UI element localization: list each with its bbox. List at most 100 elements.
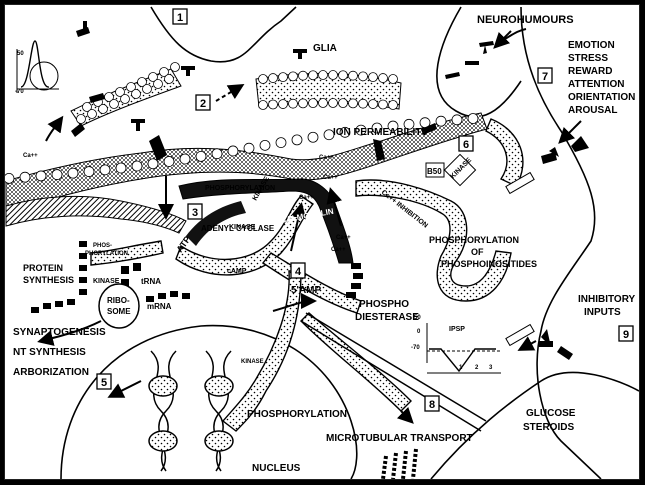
membrane-lipid-head — [348, 98, 358, 109]
label-orientation: ORIENTATION — [568, 92, 635, 103]
membrane-lipid-head — [131, 160, 143, 172]
label-phosphorylation-nuc: PHOSPHORYLATION — [247, 409, 347, 420]
membrane-lipid-head — [268, 73, 278, 83]
label-steroids: STEROIDS — [523, 422, 574, 433]
membrane-lipid-head — [35, 170, 47, 182]
membrane-lipid-head — [211, 148, 223, 160]
membrane-lipid-head — [358, 71, 368, 82]
microtubules — [381, 448, 418, 479]
membrane-lipid-head — [338, 98, 348, 109]
ipsp-title: IPSP — [449, 326, 465, 333]
signal-pathways — [90, 118, 524, 432]
calmodulin-band — [178, 178, 354, 264]
membrane-lipid-head — [137, 77, 147, 87]
membrane-lipid-head — [323, 129, 335, 141]
membrane-lipid-head — [126, 82, 136, 92]
membrane-lipid-head — [259, 139, 271, 151]
label-some: SOME — [107, 307, 131, 316]
membrane-lipid-head — [275, 137, 287, 148]
label-ion-permeability: ION PERMEABILITY — [333, 127, 428, 138]
label-b50: B50 — [427, 167, 442, 176]
membrane-lipid-head — [179, 153, 191, 165]
label-mrna: mRNA — [147, 302, 172, 311]
membrane-lipid-head — [76, 114, 86, 124]
label-camp: cAMP — [227, 268, 247, 275]
label-inhibitory: INHIBITORY — [578, 294, 636, 305]
membrane-lipid-head — [153, 79, 163, 89]
label-synthesis: SYNTHESIS — [23, 275, 74, 285]
presynaptic-terminal — [70, 62, 182, 127]
membrane-lipid-head — [5, 173, 15, 184]
membrane-lipid-head — [87, 109, 97, 119]
membrane-lipid-head — [318, 98, 328, 108]
step-9: 9 — [623, 329, 629, 341]
step-1: 1 — [177, 12, 183, 24]
label-trna: tRNA — [141, 277, 161, 286]
membrane-lipid-head — [467, 113, 479, 124]
ap-tick-50: 50 — [17, 51, 24, 57]
label-protein: PROTEIN — [23, 263, 63, 273]
membrane-lipid-head — [371, 122, 383, 134]
main-membrane — [5, 112, 488, 234]
membrane-lipid-head — [115, 162, 127, 174]
label-phos-of-3: PHOSPHOINOSITIDES — [441, 259, 537, 269]
ipsp-tick-2: 2 — [475, 365, 479, 371]
membrane-lipid-head — [308, 70, 318, 81]
label-emotion: EMOTION — [568, 40, 615, 51]
glial-membrane — [255, 70, 402, 110]
membrane-lipid-head — [120, 94, 130, 104]
membrane-lipid-head — [147, 158, 159, 170]
label-ca-3: Ca++ — [299, 195, 314, 201]
neuron-signaling-diagram: 1 2 3 4 5 6 7 8 9 NEUROHUMOURS GLIA ION … — [5, 6, 639, 479]
label-glia: GLIA — [313, 43, 337, 54]
step-numbers: 1 2 3 4 5 6 7 8 9 — [96, 8, 634, 412]
membrane-lipid-head — [98, 104, 108, 114]
label-arborization: ARBORIZATION — [13, 367, 89, 378]
step-8: 8 — [429, 399, 435, 411]
membrane-lipid-head — [328, 70, 338, 80]
label-phospho: PHOSPHO — [359, 299, 409, 310]
step-7: 7 — [542, 71, 548, 83]
membrane-lipid-head — [298, 98, 308, 109]
step-6: 6 — [463, 139, 469, 151]
membrane-lipid-head — [164, 74, 174, 84]
membrane-lipid-head — [258, 100, 268, 110]
label-ca-6: Ca++ — [331, 247, 346, 253]
label-phos-of-1: PHOSPHORYLATION — [429, 235, 519, 245]
step-5: 5 — [101, 377, 107, 389]
label-arousal: AROUSAL — [568, 105, 617, 116]
membrane-lipid-head — [268, 99, 278, 110]
membrane-lipid-head — [348, 70, 358, 81]
label-ca-5: Ca++ — [336, 235, 351, 241]
label-5amp: 5'AMP — [291, 285, 321, 296]
membrane-lipid-head — [308, 98, 318, 109]
membrane-lipid-head — [83, 166, 95, 177]
label-nucleus: NUCLEUS — [252, 463, 301, 474]
ribosome-beads — [31, 241, 363, 313]
membrane-lipid-head — [278, 72, 288, 83]
membrane-lipid-head — [378, 73, 388, 83]
label-kinase-d: KINASE — [241, 359, 264, 365]
label-attention: ATTENTION — [568, 79, 624, 90]
label-ca-1: Ca++ — [23, 153, 38, 159]
ap-tick-m70: -70 — [15, 89, 24, 95]
membrane-lipid-head — [387, 120, 399, 132]
membrane-lipid-head — [131, 89, 141, 99]
membrane-lipid-head — [328, 98, 338, 108]
membrane-lipid-head — [388, 100, 398, 110]
glucose-path — [300, 312, 487, 432]
arrows — [37, 28, 582, 424]
membrane-lipid-head — [115, 87, 125, 97]
membrane-lipid-head — [291, 134, 303, 146]
membrane-lipid-head — [368, 72, 378, 83]
label-phosphorylation-top: PHOSPHORYLATION — [205, 185, 275, 192]
label-adenyl-cyclase: ADENYL CYCLASE — [201, 224, 275, 233]
label-phos-small-2: PHORYLATION — [85, 251, 128, 257]
membrane-lipid-head — [307, 131, 319, 143]
label-phos-of-2: OF — [471, 247, 484, 257]
membrane-lipid-head — [288, 71, 298, 82]
label-ca-2: Ca++ — [319, 155, 334, 161]
cell-outlines — [60, 6, 639, 479]
label-kinase-c: KINASE — [93, 278, 120, 285]
